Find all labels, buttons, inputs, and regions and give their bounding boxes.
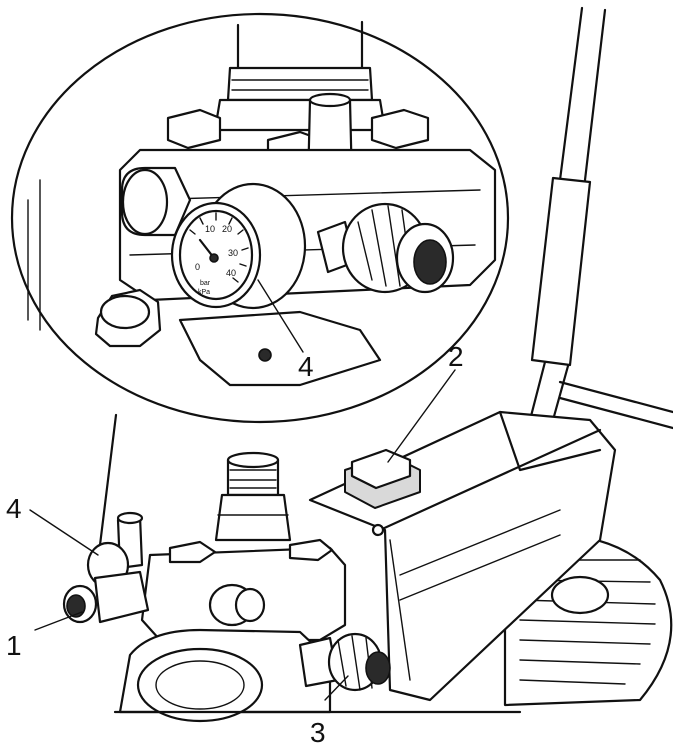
leader-3 <box>324 675 349 701</box>
leader-1 <box>34 611 83 631</box>
leader-lines <box>29 279 456 701</box>
gauge-label-10: 10 <box>205 224 215 234</box>
gauge-label-40: 40 <box>226 268 236 278</box>
callout-4-zoom: 4 <box>298 351 314 382</box>
leader-2 <box>387 369 456 463</box>
gauge-label-20: 20 <box>222 224 232 234</box>
handle-pole <box>528 6 673 430</box>
bolt-head <box>370 108 430 150</box>
leader-4-lower <box>29 509 99 556</box>
gauge-label-30: 30 <box>228 248 238 258</box>
gauge-needle-pivot <box>209 253 219 263</box>
callout-2: 2 <box>448 341 464 372</box>
leader-4-zoom <box>257 279 304 353</box>
zoom-leader-line <box>98 413 118 547</box>
gauge-ticks <box>189 212 249 283</box>
callout-1: 1 <box>6 630 22 661</box>
gauge-label-0: 0 <box>195 262 200 272</box>
zoom-detail: 10 20 30 40 0 bar kPa <box>10 12 510 424</box>
gauge-unit-bar: bar <box>200 280 211 287</box>
bolt-head <box>166 108 222 150</box>
callout-3: 3 <box>310 717 326 748</box>
callout-4-lower: 4 <box>6 493 22 524</box>
gauge-unit-kpa: kPa <box>198 289 210 296</box>
pump-assembly <box>62 410 673 723</box>
